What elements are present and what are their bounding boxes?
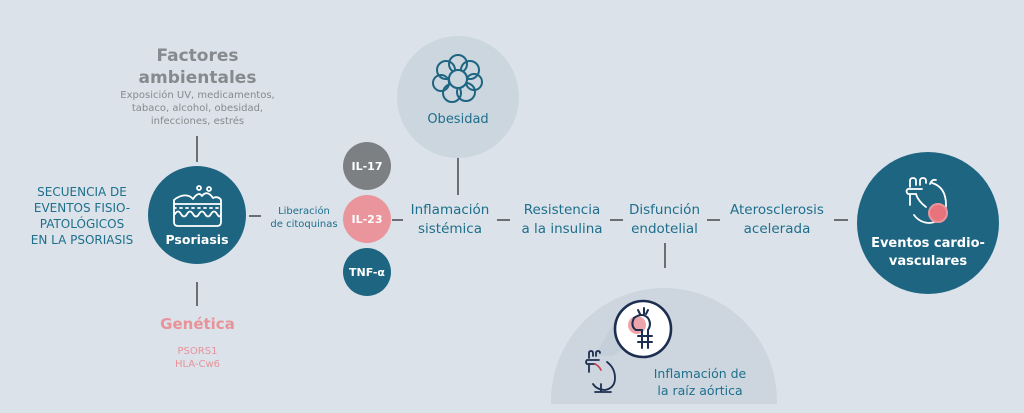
connector-obesity-inflammation	[457, 149, 459, 195]
gene-item: PSORS1	[177, 346, 218, 357]
cytokine-il17: IL-17	[343, 142, 391, 190]
title-line: SECUENCIA DE	[37, 185, 127, 199]
connector-endothelial-aortic	[664, 243, 666, 268]
step-line: endotelial	[631, 221, 698, 237]
step-line: acelerada	[743, 221, 811, 237]
connector-psoriasis-release	[249, 215, 261, 217]
step-line: Inflamación	[410, 202, 490, 218]
aorta-icon	[613, 299, 673, 359]
cytokine-label: IL-17	[351, 159, 383, 173]
release-line: Liberación	[278, 206, 330, 217]
connector-step4-events	[834, 219, 848, 221]
events-line: vasculares	[888, 254, 968, 269]
connector-step2-step3	[610, 219, 623, 221]
aortic-root-label: Inflamación de la raíz aórtica	[640, 365, 760, 399]
step-line: Aterosclerosis	[730, 202, 824, 218]
step-line: Disfunción	[628, 202, 701, 218]
small-heart-icon	[585, 350, 616, 393]
title-line: EN LA PSORIASIS	[30, 233, 134, 247]
step-line: Resistencia	[523, 202, 601, 218]
connector-env-psoriasis	[196, 136, 198, 162]
cytokine-il23: IL-23	[343, 195, 391, 243]
cytokine-label: TNF-α	[348, 265, 385, 279]
step-accelerated-atherosclerosis: Aterosclerosis acelerada	[722, 201, 832, 239]
heart-icon	[905, 177, 948, 224]
env-desc-line: infecciones, estrés	[150, 116, 245, 127]
env-desc-line: Exposición UV, medicamentos,	[120, 90, 275, 101]
connector-il23-inflammation	[392, 219, 403, 221]
step-insulin-resistance: Resistencia a la insulina	[512, 201, 612, 239]
connector-step3-step4	[707, 219, 720, 221]
skin-layers-icon	[173, 184, 222, 227]
cardiovascular-events-node: Eventos cardio- vasculares	[857, 152, 999, 294]
step-line: a la insulina	[521, 221, 603, 237]
cytokine-release-label: Liberación de citoquinas	[263, 205, 345, 231]
obesity-label: Obesidad	[427, 112, 489, 127]
gene-item: HLA-Cw6	[174, 359, 221, 370]
genetics-desc: PSORS1 HLA-Cw6	[120, 345, 275, 371]
fat-cells-icon	[432, 54, 483, 103]
psoriasis-node: Psoriasis	[148, 166, 246, 264]
env-title-line: Factores	[156, 46, 239, 66]
title-line: PATOLÓGICOS	[39, 217, 125, 231]
step-systemic-inflammation: Inflamación sistémica	[400, 201, 500, 239]
step-endothelial-dysfunction: Disfunción endotelial	[622, 201, 707, 239]
env-title-line: ambientales	[138, 68, 257, 88]
aortic-line: la raíz aórtica	[657, 383, 743, 398]
genetics-title: Genética	[160, 315, 235, 333]
title-line: EVENTOS FISIO-	[33, 201, 131, 215]
environmental-factors-title: Factores ambientales	[95, 45, 300, 89]
cytokine-tnf-alpha: TNF-α	[343, 248, 391, 296]
connector-psoriasis-genetics	[196, 282, 198, 306]
aortic-line: Inflamación de	[653, 366, 747, 381]
environmental-factors-desc: Exposición UV, medicamentos, tabaco, alc…	[95, 89, 300, 128]
env-desc-line: tabaco, alcohol, obesidad,	[131, 103, 264, 114]
diagram-title: SECUENCIA DE EVENTOS FISIO- PATOLÓGICOS …	[22, 184, 142, 248]
cardiovascular-events-label: Eventos cardio- vasculares	[871, 235, 985, 271]
connector-step1-step2	[497, 219, 510, 221]
psoriasis-label: Psoriasis	[165, 231, 229, 247]
release-line: de citoquinas	[270, 219, 338, 230]
step-line: sistémica	[417, 221, 482, 237]
events-line: Eventos cardio-	[871, 236, 985, 251]
cytokine-label: IL-23	[351, 212, 383, 226]
